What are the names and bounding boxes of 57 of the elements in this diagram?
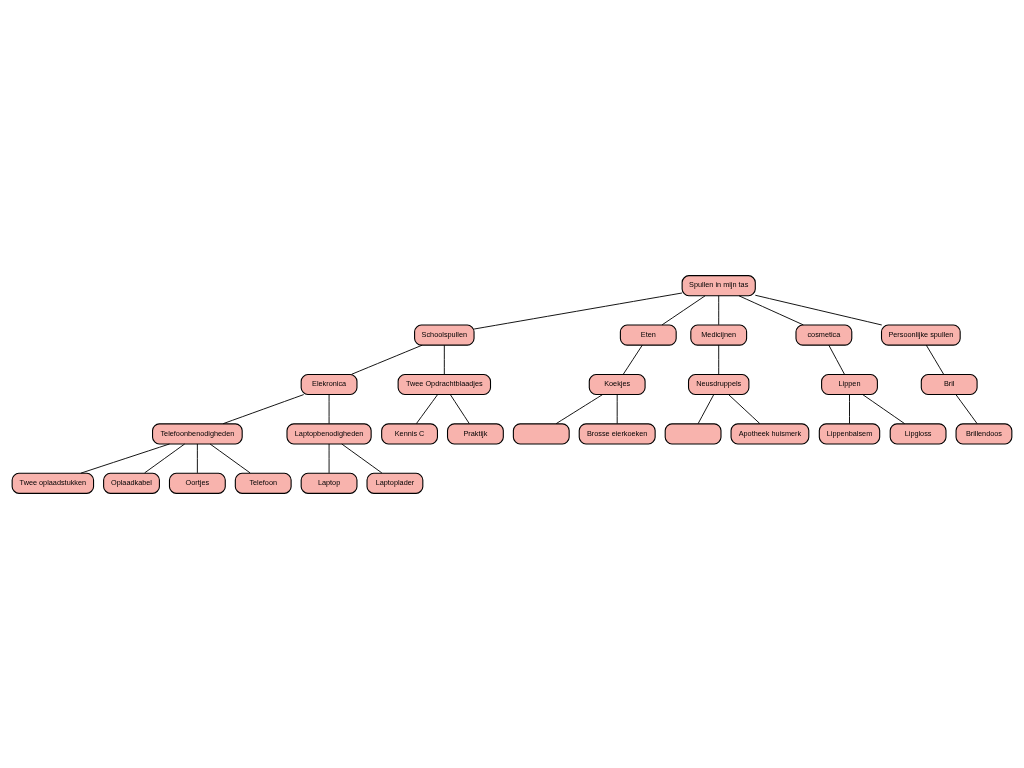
node-box: Brillendoos (955, 422, 1013, 444)
node-box: Laptop (300, 472, 358, 494)
connector (80, 443, 170, 474)
node-box: Koekjes (588, 373, 646, 395)
connector (661, 294, 706, 325)
connector (718, 344, 720, 375)
connector (622, 344, 643, 375)
node-box: Praktijk (446, 422, 504, 444)
node-box: Telefoon (234, 472, 292, 494)
connector (849, 393, 850, 424)
connector (728, 393, 761, 424)
connector (828, 344, 845, 375)
node-box: Twee Opdrachtblaadjes (397, 373, 492, 395)
connector (555, 393, 603, 424)
node-box: Laptoplader (366, 472, 424, 494)
connector (955, 393, 978, 424)
node-box: Elekronica (300, 373, 358, 395)
connector (144, 443, 186, 473)
node-box: Lipgloss (889, 422, 947, 444)
node-box: Laptopbenodigheden (286, 422, 372, 444)
node-box (512, 422, 570, 444)
connector (862, 393, 906, 424)
connector (925, 344, 944, 375)
node-box: Lippen (821, 373, 878, 395)
connector (209, 443, 251, 473)
connector (718, 294, 720, 325)
node-box: Spullen in mijn tas (681, 274, 756, 296)
connector (443, 344, 445, 375)
connector (222, 393, 305, 424)
node-box: Schoolspullen (414, 324, 475, 346)
node-box: Eten (619, 324, 677, 346)
connector (754, 294, 883, 325)
node-box: Twee oplaadstukken (11, 472, 95, 494)
node-box: Lippenbalsem (818, 422, 881, 444)
connector (328, 393, 330, 424)
connector (473, 292, 683, 329)
connector (697, 393, 715, 424)
node-box: cosmetica (795, 324, 853, 346)
node-box (664, 422, 722, 444)
connector (449, 393, 470, 424)
node-box: Oplaadkabel (103, 472, 160, 494)
connector (351, 344, 423, 375)
node-box: Persoonlijke spullen (880, 324, 961, 346)
node-box: Telefoonbenodigheden (152, 422, 243, 444)
node-box: Bril (920, 373, 978, 395)
connector (328, 443, 330, 473)
node-box: Medicijnen (690, 324, 748, 346)
connector (416, 393, 439, 424)
node-box: Kennis C (381, 422, 438, 444)
node-box: Brosse eierkoeken (578, 422, 656, 444)
connector (616, 393, 618, 424)
connector (196, 443, 198, 473)
node-box: Oortjes (168, 472, 226, 494)
node-box: Neusdruppels (687, 373, 750, 395)
node-box: Apotheek huismerk (730, 422, 810, 444)
connector (341, 443, 383, 473)
connector (738, 294, 804, 325)
